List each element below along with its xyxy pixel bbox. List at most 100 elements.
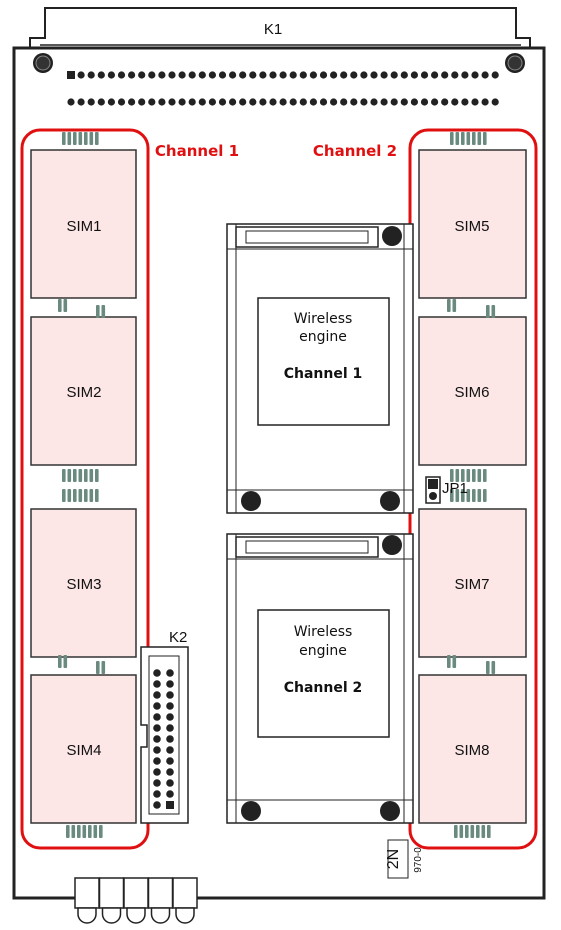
sim-pin — [472, 132, 476, 145]
led-icon — [77, 907, 97, 924]
sim-pin — [63, 299, 68, 312]
sim-pin — [454, 825, 458, 838]
pin-icon — [153, 779, 161, 787]
pin-icon — [441, 98, 449, 106]
sim-pin — [459, 825, 464, 838]
pin-icon — [289, 98, 297, 106]
screw-icon — [241, 491, 261, 511]
pin-icon — [491, 98, 499, 106]
sim-pin — [89, 489, 94, 502]
sim-pin — [62, 132, 66, 145]
pin-icon — [97, 71, 105, 79]
pin-icon — [153, 680, 161, 688]
channel-1-highlight — [20, 128, 150, 850]
sim-pin — [95, 489, 99, 502]
sim-pin — [96, 305, 100, 318]
sim-pin — [89, 469, 94, 482]
pin-icon — [218, 71, 227, 79]
pin-icon — [138, 71, 146, 79]
board-code: 970-0 — [413, 847, 424, 873]
pin-icon — [128, 71, 136, 79]
wireless-engine-1: Wireless engine Channel 1 — [226, 223, 414, 514]
pin-icon — [153, 713, 161, 721]
sim-pin — [491, 305, 496, 318]
sim-pin — [73, 469, 77, 482]
sim-pin — [93, 825, 98, 838]
pin-icon — [87, 71, 95, 79]
pin-icon — [330, 98, 338, 106]
pin-icon — [153, 735, 161, 743]
pin-icon — [87, 98, 95, 106]
sim-pin — [452, 655, 457, 668]
sim-label: SIM4 — [66, 742, 101, 759]
sim-pin — [477, 489, 482, 502]
bottom-leds — [74, 877, 198, 924]
sim-pin — [96, 661, 100, 674]
screw-icon — [382, 226, 402, 246]
pin-icon — [390, 98, 398, 106]
pin-icon — [431, 71, 439, 79]
sim-pin — [101, 305, 106, 318]
sim-label: SIM2 — [66, 384, 101, 401]
sim-slots-left: SIM1 SIM2 SIM3 SIM4 — [30, 149, 137, 824]
pin-icon — [431, 98, 439, 106]
sim-pin — [461, 469, 465, 482]
pin-icon — [279, 71, 287, 79]
sim-slot — [30, 149, 137, 299]
channel-2-label: Channel 2 — [313, 142, 397, 160]
screw-icon — [380, 801, 400, 821]
wireless-engine-2: Wireless engine Channel 2 — [226, 533, 414, 824]
pin-icon — [410, 71, 418, 79]
sim-pin — [461, 489, 465, 502]
sim-pin — [466, 489, 471, 502]
sim-pin — [101, 661, 106, 674]
jp1-jumper: JP1 — [425, 476, 468, 504]
channel-1-label: Channel 1 — [155, 142, 239, 160]
sim-pin — [95, 132, 99, 145]
sim-pin — [66, 825, 70, 838]
pin-icon — [153, 702, 161, 710]
sim-contact-pins — [58, 132, 496, 838]
pin-icon — [117, 98, 126, 106]
pin-icon — [198, 71, 206, 79]
mount-hole-icon — [507, 55, 523, 71]
sim-pin — [62, 469, 66, 482]
sim-pin — [58, 299, 62, 312]
k2-pins — [153, 669, 174, 809]
pin-icon — [166, 680, 174, 688]
pin-icon — [491, 71, 499, 79]
sim-slot — [418, 149, 527, 299]
sim-slot — [418, 508, 527, 658]
sim-pin — [78, 489, 83, 502]
pin-icon — [153, 790, 161, 798]
mount-hole-icon — [35, 55, 51, 71]
sim-pin — [88, 825, 92, 838]
sim-pin — [477, 469, 482, 482]
pin-icon — [166, 669, 174, 677]
sim-pin — [455, 469, 460, 482]
sim-slot — [30, 508, 137, 658]
pin-icon — [107, 71, 115, 79]
pin-icon — [153, 801, 161, 809]
pin-icon — [420, 71, 429, 79]
sim-label: SIM1 — [66, 218, 101, 235]
pin-icon — [269, 71, 277, 79]
pin-icon — [289, 71, 297, 79]
pin-icon — [178, 71, 186, 79]
pin-icon — [168, 71, 176, 79]
pin-icon — [319, 71, 328, 79]
sim-pin — [67, 469, 72, 482]
led-housing — [147, 877, 174, 909]
sim-pin — [483, 469, 487, 482]
pin-icon — [239, 71, 247, 79]
jp1-label: JP1 — [442, 480, 468, 497]
pin-icon — [168, 98, 176, 106]
pin-icon — [166, 779, 174, 787]
pin-icon — [166, 790, 174, 798]
pin-icon — [309, 71, 317, 79]
sim-pin — [450, 489, 454, 502]
pin-icon — [188, 98, 196, 106]
sim-slot — [418, 316, 527, 466]
sim-pin — [84, 489, 88, 502]
